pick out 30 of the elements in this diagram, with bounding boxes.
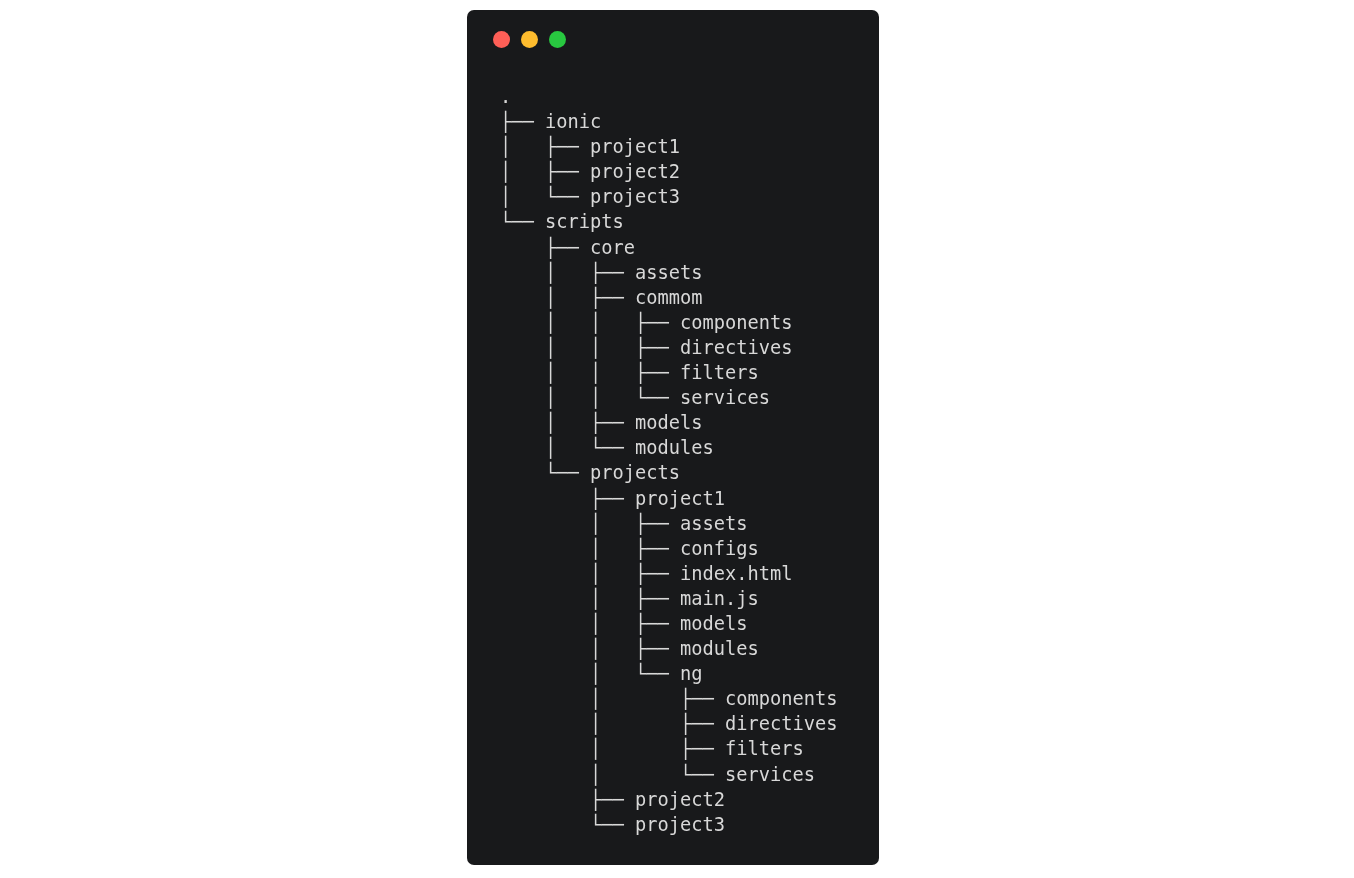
tree-line: │ ├── filters bbox=[589, 736, 804, 762]
tree-line: ├── core bbox=[544, 235, 635, 260]
tree-line: │ │ └── services bbox=[544, 385, 771, 411]
tree-line: │ ├── commom bbox=[544, 285, 703, 310]
tree-line: │ │ ├── filters bbox=[544, 360, 759, 386]
tree-line: ├── project1 bbox=[589, 486, 726, 511]
tree-line: . bbox=[500, 85, 512, 109]
tree-line: │ └── ng bbox=[589, 661, 703, 687]
tree-line: │ ├── models bbox=[544, 410, 703, 436]
tree-line: │ ├── project2 bbox=[500, 159, 680, 185]
tree-line: │ ├── directives bbox=[589, 711, 838, 737]
tree-line: │ │ ├── directives bbox=[544, 335, 793, 361]
tree-line: │ ├── components bbox=[589, 686, 838, 712]
tree-line: │ └── modules bbox=[544, 435, 714, 461]
tree-line: │ └── project3 bbox=[500, 184, 680, 210]
tree-line: │ ├── models bbox=[589, 611, 748, 637]
tree-line: └── scripts bbox=[500, 209, 624, 235]
tree-line: │ ├── assets bbox=[589, 511, 748, 536]
tree-line: └── project3 bbox=[589, 812, 726, 837]
tree-line: │ ├── configs bbox=[589, 536, 759, 561]
tree-line: │ ├── project1 bbox=[500, 134, 680, 160]
tree-line: ├── ionic bbox=[500, 109, 602, 135]
tree-line: │ ├── assets bbox=[544, 260, 703, 285]
tree-line: │ └── services bbox=[589, 762, 816, 787]
tree-line: │ ├── modules bbox=[589, 636, 759, 662]
tree-line: │ │ ├── components bbox=[544, 310, 793, 335]
tree-line: │ ├── main.js bbox=[589, 586, 759, 611]
tree-line: ├── project2 bbox=[589, 787, 726, 812]
tree-line: └── projects bbox=[544, 460, 680, 486]
tree-line: │ ├── index.html bbox=[589, 561, 793, 586]
